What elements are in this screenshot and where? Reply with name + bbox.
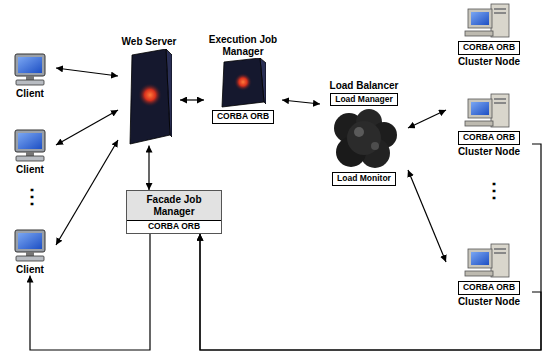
node-label: Cluster Node (458, 296, 520, 308)
connector (148, 146, 149, 191)
cluster-node: Cluster Node CORBA ORB (446, 92, 532, 157)
client-station-icon (10, 53, 50, 87)
corba-orb-box: CORBA ORB (127, 220, 221, 233)
node-label: Client (16, 88, 44, 100)
client-station: Client (4, 128, 56, 176)
connector (30, 234, 150, 350)
load-balancer: Load BalancerLoad ManagerLoad Monitor (320, 80, 408, 187)
corba-orb-box: CORBA ORB (458, 41, 520, 55)
connector (200, 144, 541, 350)
job-manager-icon (220, 58, 266, 108)
node-label: Load Monitor (337, 174, 391, 184)
cluster-node-icon (459, 93, 519, 129)
connector (56, 110, 118, 145)
node-label: Load Balancer (330, 80, 399, 92)
node-label: Cluster Node (458, 146, 520, 158)
corba-orb-box: CORBA ORB (458, 131, 520, 145)
node-label: Client (16, 264, 44, 276)
connector (282, 100, 320, 104)
connector (408, 170, 446, 262)
web-server: Web Server (118, 36, 180, 146)
job-manager: Execution Job ManagerCORBA ORB (204, 34, 282, 125)
node-label: Client (16, 164, 44, 176)
node-label: CORBA ORB (463, 43, 515, 53)
cluster-node: Cluster Node CORBA ORB (446, 2, 532, 67)
cluster-node-icon (459, 3, 519, 39)
node-label: Cluster Node (458, 56, 520, 68)
node-label: CORBA ORB (148, 222, 200, 232)
ellipsis-dots: ⋮ (484, 180, 504, 200)
web-server-icon (126, 49, 172, 145)
node-label: Facade Job Manager (127, 194, 221, 217)
client-station: Client (4, 52, 56, 100)
corba-orb-box: CORBA ORB (458, 281, 520, 295)
facade-box: Facade Job ManagerCORBA ORB (126, 190, 222, 234)
connector (200, 234, 541, 350)
node-label: CORBA ORB (463, 133, 515, 143)
node-label: Load Manager (335, 95, 393, 105)
load-monitor-box: Load Monitor (332, 172, 396, 186)
client-station-icon (10, 129, 50, 163)
node-label: Execution Job Manager (204, 34, 282, 57)
cluster-node: Cluster Node CORBA ORB (446, 242, 532, 307)
cluster-node-icon (459, 243, 519, 279)
load-balancer-icon (329, 108, 399, 170)
connector (56, 68, 118, 76)
corba-orb-box: CORBA ORB (212, 110, 274, 124)
connector (180, 99, 204, 100)
node-label: CORBA ORB (217, 112, 269, 122)
load-manager-box: Load Manager (330, 93, 398, 107)
connector (408, 110, 446, 128)
node-label: CORBA ORB (463, 283, 515, 293)
ellipsis-dots: ⋮ (22, 186, 42, 206)
node-label: Web Server (122, 36, 177, 48)
client-station: Client (4, 228, 56, 276)
connector (56, 140, 118, 245)
client-station-icon (10, 229, 50, 263)
